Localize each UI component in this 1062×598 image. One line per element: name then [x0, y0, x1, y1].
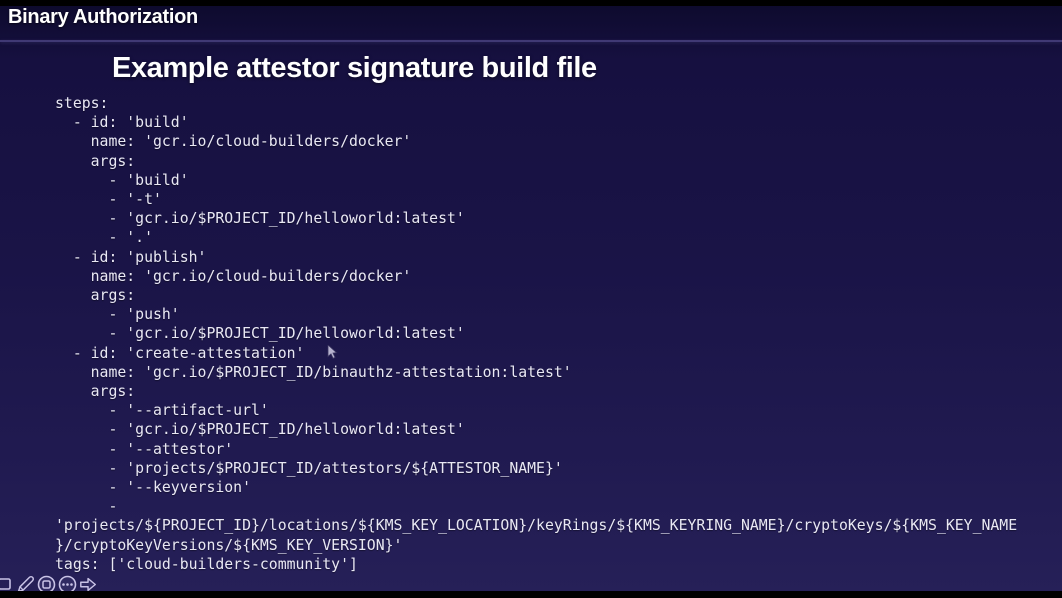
code-line: name: 'gcr.io/cloud-builders/docker' [55, 133, 412, 151]
code-line: - 'build' [55, 171, 189, 189]
code-line: - id: 'publish' [55, 248, 207, 266]
code-line: - id: 'build' [55, 114, 189, 132]
code-line: name: 'gcr.io/cloud-builders/docker' [55, 267, 412, 285]
code-line: - '-t' [55, 191, 162, 209]
code-line: name: 'gcr.io/$PROJECT_ID/binauthz-attes… [55, 363, 572, 381]
deck-title: Binary Authorization [8, 6, 198, 28]
pen-icon[interactable] [16, 575, 35, 594]
code-line: - '.' [55, 229, 153, 247]
code-line: - '--attestor' [55, 440, 234, 458]
bottom-letterbox-bar [0, 591, 1062, 598]
code-line: args: [55, 383, 136, 401]
header-divider [0, 40, 1062, 42]
code-line: steps: [55, 95, 109, 112]
code-line: - id: 'create-attestation' [55, 344, 305, 362]
mouse-cursor-icon [327, 345, 338, 359]
code-line: - [55, 498, 118, 516]
code-line: args: [55, 287, 136, 305]
slide-thumbnail-icon[interactable] [0, 575, 14, 594]
code-line: - 'gcr.io/$PROJECT_ID/helloworld:latest' [55, 325, 465, 343]
presenter-toolbar [0, 574, 98, 594]
code-line: - 'push' [55, 306, 180, 324]
code-line: tags: ['cloud-builders-community'] [55, 555, 358, 573]
code-line: - 'gcr.io/$PROJECT_ID/helloworld:latest' [55, 210, 465, 228]
code-line: - 'gcr.io/$PROJECT_ID/helloworld:latest' [55, 421, 465, 439]
code-line: - 'projects/$PROJECT_ID/attestors/${ATTE… [55, 459, 563, 477]
more-options-icon[interactable] [58, 575, 77, 594]
slide-title: Example attestor signature build file [112, 52, 597, 84]
code-line: - '--artifact-url' [55, 402, 269, 420]
code-line: }/cryptoKeyVersions/${KMS_KEY_VERSION}' [55, 536, 403, 554]
code-line: - '--keyversion' [55, 479, 251, 497]
code-line: 'projects/${PROJECT_ID}/locations/${KMS_… [55, 517, 1018, 535]
build-file-code: steps: - id: 'build' name: 'gcr.io/cloud… [55, 94, 1017, 574]
code-line: args: [55, 152, 136, 170]
top-letterbox-bar [0, 0, 1062, 6]
next-arrow-icon[interactable] [79, 575, 98, 594]
